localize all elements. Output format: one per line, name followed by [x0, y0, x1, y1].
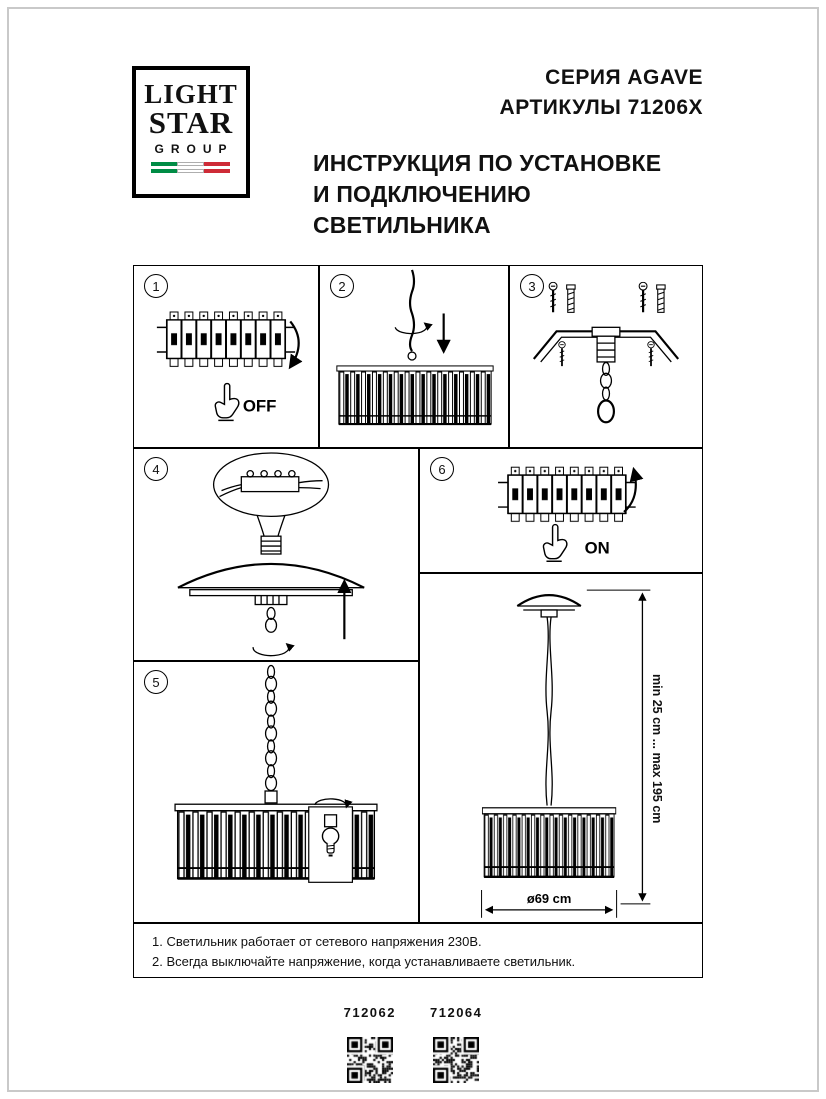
- wall-plug-icon: [656, 284, 666, 313]
- step-1-diagram: OFF: [156, 307, 303, 422]
- step-6-panel: ON 6: [419, 448, 703, 573]
- article-code: 712062: [343, 1005, 396, 1020]
- lightstar-logo: LIGHT STAR GROUP: [132, 66, 250, 198]
- wiring-zoom-bubble: [212, 452, 330, 518]
- step-number-badge: 6: [430, 457, 454, 481]
- series-title: СЕРИЯ AGAVE: [545, 66, 703, 89]
- socket-flange: [591, 326, 621, 337]
- assembled-fixture-diagram: ø69 cm: [481, 589, 651, 918]
- step-5-diagram: [173, 664, 379, 883]
- rotate-arrow-icon: [314, 798, 353, 809]
- step-number: 3: [528, 278, 536, 294]
- step-number: 5: [152, 674, 160, 690]
- notes-panel: 1. Светильник работает от сетевого напря…: [133, 923, 703, 978]
- page-title: ИНСТРУКЦИЯ ПО УСТАНОВКЕ И ПОДКЛЮЧЕНИЮ СВ…: [313, 148, 707, 241]
- screw-icon: [646, 341, 656, 367]
- footer: 712062 712064: [9, 1005, 817, 1083]
- italian-flag-icon: [151, 162, 230, 173]
- step-number: 4: [152, 461, 160, 477]
- screw-icon: [548, 281, 559, 314]
- chain-link: [264, 617, 278, 633]
- assembled-fixture-panel: ø69 cm min 25 cm ... max 195 cm: [419, 573, 703, 923]
- off-label: OFF: [243, 396, 277, 415]
- suspension-wire: [545, 616, 549, 806]
- step-number-badge: 3: [520, 274, 544, 298]
- step-2-panel: 2: [319, 265, 509, 448]
- chain-link: [596, 399, 616, 424]
- chandelier-drum: [481, 806, 617, 878]
- wall-plug-icon: [566, 284, 576, 313]
- note-line-2: 2. Всегда выключайте напряжение, когда у…: [152, 954, 576, 969]
- chain-connector: [264, 790, 278, 804]
- wire-down: [256, 515, 265, 537]
- diameter-label: ø69 cm: [527, 891, 571, 906]
- step-5-panel: 5: [133, 661, 419, 923]
- instruction-grid: OFF 1 2: [133, 265, 703, 978]
- step-1-panel: OFF 1: [133, 265, 319, 448]
- instruction-page: LIGHT STAR GROUP СЕРИЯ AGAVE АРТИКУЛЫ 71…: [7, 7, 819, 1092]
- chain-link: [601, 361, 611, 376]
- hand-icon: [542, 523, 568, 562]
- height-dimension: [586, 589, 651, 905]
- chain-link: [266, 606, 276, 621]
- step-4-panel: 4: [133, 448, 419, 661]
- terminal-block: [219, 469, 323, 498]
- logo-word-light: LIGHT: [144, 79, 238, 109]
- wire-down: [277, 515, 286, 537]
- suspension-wire: [549, 616, 553, 806]
- title-line-2: И ПОДКЛЮЧЕНИЮ СВЕТИЛЬНИКА: [313, 181, 531, 238]
- step-number-badge: 5: [144, 670, 168, 694]
- screw-icon: [557, 341, 567, 367]
- circuit-breaker: [498, 462, 636, 526]
- circuit-breaker: [156, 307, 296, 371]
- rotate-arrow-icon: [252, 643, 295, 657]
- step-number: 2: [338, 278, 346, 294]
- threaded-socket: [596, 335, 616, 363]
- chain-link: [601, 386, 611, 401]
- articles-title: АРТИКУЛЫ 71206X: [499, 96, 703, 119]
- on-label: ON: [585, 538, 610, 557]
- height-label: min 25 cm ... max 195 cm: [650, 674, 664, 824]
- switch-on-arrow-icon: [623, 466, 644, 513]
- step-3-diagram: [532, 281, 680, 424]
- article-code: 712064: [430, 1005, 483, 1020]
- article-column: 712062: [344, 1005, 396, 1083]
- rotate-arrow-icon: [394, 322, 433, 335]
- logo-word-group: GROUP: [154, 142, 234, 156]
- switch-off-arrow-icon: [288, 320, 303, 370]
- chandelier-drum: [335, 364, 495, 426]
- ceiling-canopy: [177, 562, 365, 606]
- article-column: 712064: [430, 1005, 482, 1083]
- lamp-socket: [323, 814, 338, 828]
- chain: [264, 664, 278, 792]
- threaded-nipple: [260, 535, 282, 555]
- step-number: 1: [152, 278, 160, 294]
- step-number: 6: [438, 461, 446, 477]
- hook: [407, 351, 417, 361]
- step-number-badge: 2: [330, 274, 354, 298]
- chain-link: [599, 372, 613, 389]
- bulb-install: [308, 798, 354, 883]
- screw-icon: [638, 281, 649, 314]
- diameter-dimension: ø69 cm: [481, 889, 618, 918]
- logo-word-star: STAR: [148, 105, 234, 140]
- step-4-diagram: [177, 452, 365, 657]
- qr-code: [346, 1037, 393, 1083]
- ceiling-canopy: [516, 594, 582, 618]
- note-line-1: 1. Светильник работает от сетевого напря…: [152, 934, 482, 949]
- step-number-badge: 1: [144, 274, 168, 298]
- qr-code: [433, 1037, 480, 1083]
- hand-icon: [214, 382, 240, 422]
- step-2-diagram: [335, 269, 495, 426]
- step-6-diagram: ON: [498, 462, 644, 562]
- title-line-1: ИНСТРУКЦИЯ ПО УСТАНОВКЕ: [313, 150, 662, 176]
- step-number-badge: 4: [144, 457, 168, 481]
- step-3-panel: 3: [509, 265, 703, 448]
- header-series-block: СЕРИЯ AGAVE АРТИКУЛЫ 71206X: [309, 63, 703, 123]
- hanging-rod: [408, 269, 416, 352]
